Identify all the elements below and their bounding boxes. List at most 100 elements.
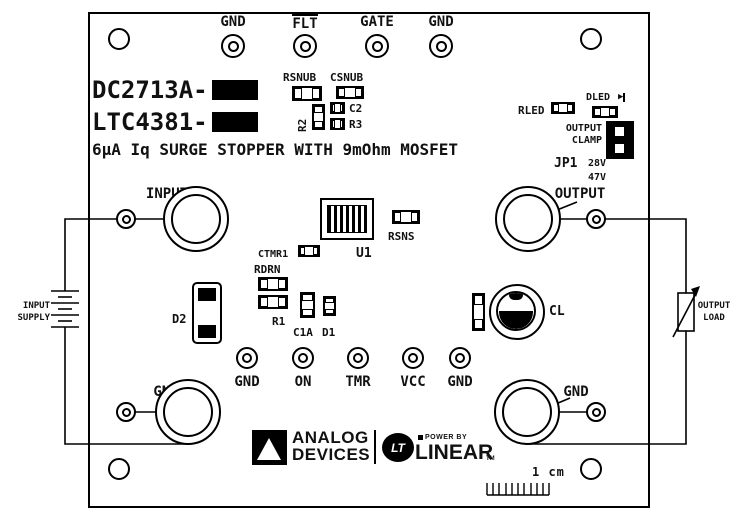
redaction-box-1	[211, 80, 258, 100]
turret-hole	[298, 353, 308, 363]
label-rsnub: RSNUB	[283, 71, 317, 84]
mounting-hole-top-right	[580, 28, 602, 50]
battery-icon	[51, 290, 79, 328]
gnd-pad-ring	[502, 387, 552, 437]
rsns-footprint	[392, 210, 420, 224]
input-supply-line2: SUPPLY	[17, 313, 50, 323]
label-gnd-top-2: GND	[428, 14, 454, 30]
label-r2: R2	[296, 118, 309, 132]
fp-pad	[609, 108, 616, 116]
label-gnd-sig-2: GND	[447, 374, 473, 390]
turret-hole	[227, 40, 239, 52]
power-by-text: POWER BY	[425, 434, 468, 441]
fp-pad	[278, 297, 286, 307]
label-gnd-sig-1: GND	[234, 374, 260, 390]
r2-footprint	[312, 104, 325, 130]
fp-pad	[260, 297, 268, 307]
fp-pad	[312, 247, 318, 255]
turret-hole	[299, 40, 311, 52]
title-row-1: DC2713A-	[92, 76, 258, 104]
edge-pad-hole	[591, 214, 601, 224]
input-supply-label: INPUT SUPPLY	[6, 300, 50, 324]
fp-pad	[394, 212, 402, 222]
output-pad	[495, 186, 561, 252]
label-gnd-pad-right: GND	[563, 384, 589, 400]
rdrn-footprint-2	[258, 295, 288, 309]
input-pad	[163, 186, 229, 252]
d2-pad-top	[198, 288, 216, 301]
turret-hole	[371, 40, 383, 52]
mounting-hole-top-left	[108, 28, 130, 50]
edge-pad-gnd-left	[116, 402, 136, 422]
input-wire	[64, 218, 196, 445]
fp-pad	[474, 295, 483, 306]
rled-footprint	[551, 102, 575, 114]
mounting-hole-bottom-right	[580, 458, 602, 480]
label-gate: GATE	[360, 14, 394, 30]
fp-pad	[294, 88, 302, 99]
turret-vcc	[402, 347, 424, 369]
fp-pad	[339, 104, 343, 112]
label-c1a: C1A	[293, 326, 313, 339]
jp1-pin-1	[615, 127, 624, 136]
board-outline	[88, 12, 650, 508]
fp-pad	[332, 104, 336, 112]
redaction-box-2	[211, 112, 258, 132]
label-ctmr1: CTMR1	[258, 249, 289, 260]
output-load-label: OUTPUT LOAD	[697, 300, 731, 324]
turret-hole	[435, 40, 447, 52]
label-cl: CL	[549, 304, 565, 319]
edge-pad-gnd-right	[586, 402, 606, 422]
turret-on	[292, 347, 314, 369]
board-subtitle: 6µA Iq SURGE STOPPER WITH 9mOhm MOSFET	[92, 140, 459, 159]
ctmr1-footprint	[298, 245, 320, 257]
label-rdrn: RDRN	[254, 263, 281, 276]
edge-pad-hole	[121, 407, 131, 417]
linear-lt-monogram-icon: LT	[382, 433, 414, 462]
turret-hole	[242, 353, 252, 363]
label-flt: FLT	[275, 14, 335, 32]
title-row-2: LTC4381-	[92, 108, 258, 136]
r3-footprint	[330, 118, 345, 130]
c1a-footprint	[300, 292, 315, 318]
analog-devices-logo-icon	[252, 430, 287, 465]
label-d2: D2	[172, 312, 187, 326]
gnd-pad-bottom-right	[494, 379, 560, 445]
cl-capacitor-body	[489, 284, 545, 340]
part-number: LTC4381-	[92, 108, 208, 136]
dled-diode-icon: ▶	[618, 92, 626, 102]
scale-label: 1 cm	[532, 465, 565, 479]
diode-arrow-glyph: ▶	[618, 92, 624, 102]
label-jp1-47v: 47V	[588, 172, 607, 183]
output-load-line2: LOAD	[703, 313, 725, 323]
output-clamp-line1: OUTPUT	[565, 123, 602, 134]
fp-pad	[339, 120, 343, 128]
fp-pad	[567, 104, 573, 112]
output-clamp-line2: CLAMP	[571, 135, 602, 146]
adi-wordmark-line2: DEVICES	[292, 445, 371, 464]
power-by-row: POWER BY	[418, 434, 467, 441]
board-number: DC2713A-	[92, 76, 208, 104]
u1-ic-body	[327, 205, 367, 233]
c2-footprint	[330, 102, 345, 114]
csnub-footprint	[336, 86, 364, 99]
label-r3: R3	[349, 118, 363, 131]
label-jp1-28v: 28V	[588, 158, 607, 169]
fp-pad	[410, 212, 418, 222]
gnd-pad-bottom-left	[155, 379, 221, 445]
turret-gnd-top-1	[221, 34, 245, 58]
d2-package	[192, 282, 222, 344]
label-on: ON	[294, 374, 312, 390]
cl-capacitor-ring	[496, 291, 536, 331]
turret-tmr	[347, 347, 369, 369]
turret-hole	[353, 353, 363, 363]
label-output-pad: OUTPUT	[554, 186, 606, 202]
turret-gnd-top-2	[429, 34, 453, 58]
flt-overline-text: FLT	[292, 14, 318, 32]
label-tmr: TMR	[345, 374, 371, 390]
fp-pad	[553, 104, 559, 112]
turret-hole	[455, 353, 465, 363]
fp-pad	[325, 309, 334, 314]
fp-pad	[302, 294, 313, 301]
